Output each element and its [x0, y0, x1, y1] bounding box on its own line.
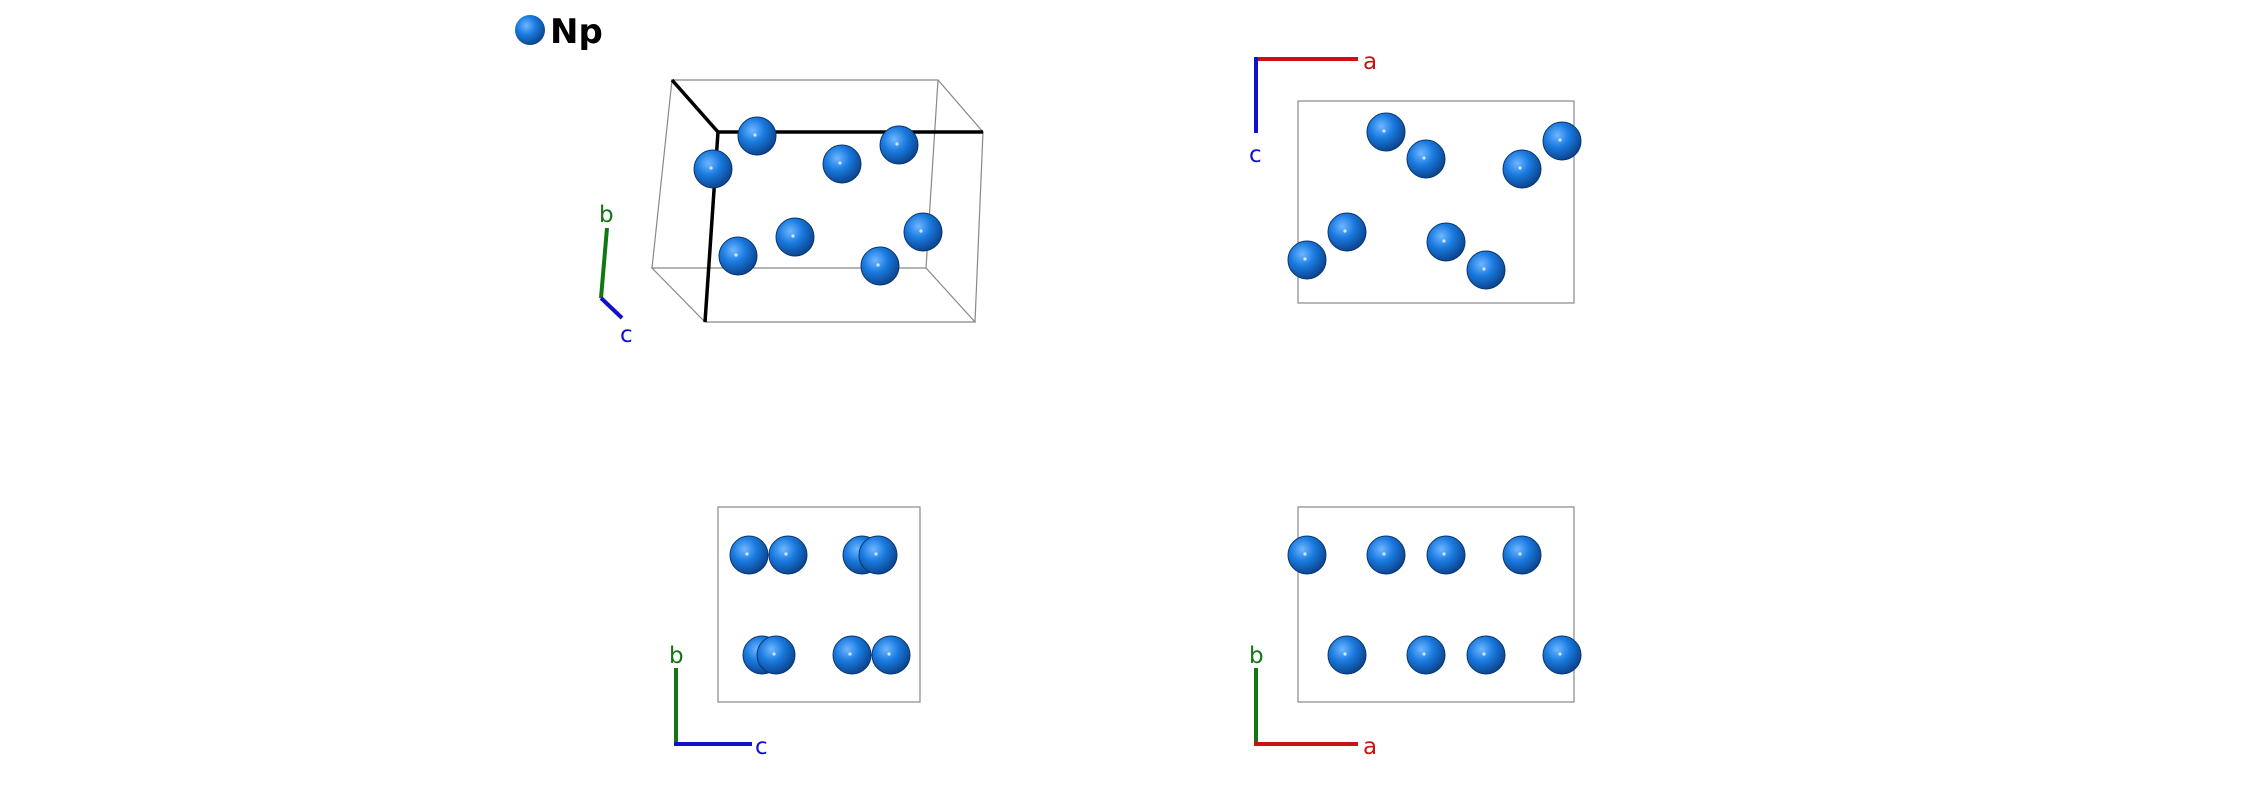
panel-a-b-projection: b a	[1249, 506, 1582, 760]
unit-cell-outline	[1297, 100, 1575, 304]
cell-origin-axes	[670, 78, 983, 323]
atom-highlight	[1558, 138, 1562, 142]
np-atom	[1502, 535, 1542, 575]
atom-highlight	[1442, 552, 1446, 556]
axis-triad-c-b: b c	[669, 643, 768, 760]
atom-highlight	[874, 552, 878, 556]
np-atom	[693, 149, 733, 189]
unit-cell-outline	[1297, 506, 1575, 703]
atom-highlight	[1382, 552, 1386, 556]
atom-highlight	[919, 229, 923, 233]
axis-c-label: c	[620, 322, 633, 348]
atom-highlight	[784, 552, 788, 556]
np-atom	[1466, 635, 1506, 675]
atom-highlight	[1303, 552, 1307, 556]
axis-b-line	[599, 227, 609, 299]
atom-highlight	[1518, 166, 1522, 170]
atom-highlight	[734, 253, 738, 257]
axis-b-label: b	[1249, 643, 1264, 669]
atom-highlight	[1303, 257, 1307, 261]
atom-highlight	[791, 234, 795, 238]
atom-highlight	[753, 133, 757, 137]
atom-highlight	[1558, 652, 1562, 656]
np-atom	[1542, 121, 1582, 161]
atom-highlight	[1442, 239, 1446, 243]
np-atom	[1466, 250, 1506, 290]
atom-highlight	[1343, 652, 1347, 656]
np-atom	[903, 212, 943, 252]
np-atom	[822, 144, 862, 184]
panel-c-b-projection: b c	[669, 506, 921, 760]
np-atom	[1426, 222, 1466, 262]
np-atom	[1287, 240, 1327, 280]
np-atom	[1327, 635, 1367, 675]
atom-highlight	[1343, 229, 1347, 233]
atom-highlight	[1482, 652, 1486, 656]
axis-triad-perspective: b c	[599, 202, 633, 348]
np-atom	[1426, 535, 1466, 575]
atom-highlight	[876, 263, 880, 267]
atoms-c-b	[729, 535, 911, 675]
np-atom	[1406, 139, 1446, 179]
np-atom	[871, 635, 911, 675]
axis-a-label: a	[1363, 49, 1377, 75]
atom-highlight	[1422, 156, 1426, 160]
axis-c-label: c	[755, 734, 768, 760]
np-atom	[775, 217, 815, 257]
axis-b-label: b	[599, 202, 614, 228]
axis-b-label: b	[669, 643, 684, 669]
np-atom	[860, 246, 900, 286]
np-atom	[832, 635, 872, 675]
np-atom	[858, 535, 898, 575]
legend: Np	[515, 12, 603, 52]
panel-a-c-projection: a c	[1249, 49, 1582, 304]
atoms-perspective	[693, 116, 943, 286]
atom-highlight	[1482, 267, 1486, 271]
atom-highlight	[1382, 129, 1386, 133]
axis-c-line	[599, 296, 624, 320]
np-atom	[768, 535, 808, 575]
np-atom	[1366, 535, 1406, 575]
legend-element-label: Np	[550, 12, 603, 52]
np-atom	[1406, 635, 1446, 675]
legend-np-atom-icon	[515, 15, 545, 45]
atom-highlight	[1518, 552, 1522, 556]
unit-cell-outline	[717, 506, 921, 703]
np-atom	[718, 236, 758, 276]
axis-c-label: c	[1249, 142, 1262, 168]
atom-highlight	[745, 552, 749, 556]
atom-highlight	[895, 142, 899, 146]
np-atom	[879, 125, 919, 165]
atom-highlight	[848, 652, 852, 656]
np-atom	[1287, 535, 1327, 575]
atom-highlight	[887, 652, 891, 656]
np-atom	[756, 635, 796, 675]
atom-highlight	[772, 652, 776, 656]
atom-highlight	[1422, 652, 1426, 656]
atom-highlight	[709, 166, 713, 170]
np-atom	[1366, 112, 1406, 152]
atoms-a-b	[1287, 535, 1582, 675]
np-atom	[729, 535, 769, 575]
atoms-a-c	[1287, 112, 1582, 290]
axis-triad-a-c: a c	[1249, 49, 1377, 168]
axis-triad-a-b: b a	[1249, 643, 1377, 760]
panel-perspective: b c	[599, 78, 985, 348]
np-atom	[1502, 149, 1542, 189]
unit-cell-outline	[650, 79, 985, 323]
axis-a-label: a	[1363, 734, 1377, 760]
np-atom	[1542, 635, 1582, 675]
np-atom	[737, 116, 777, 156]
np-atom	[1327, 212, 1367, 252]
atom-highlight	[838, 161, 842, 165]
